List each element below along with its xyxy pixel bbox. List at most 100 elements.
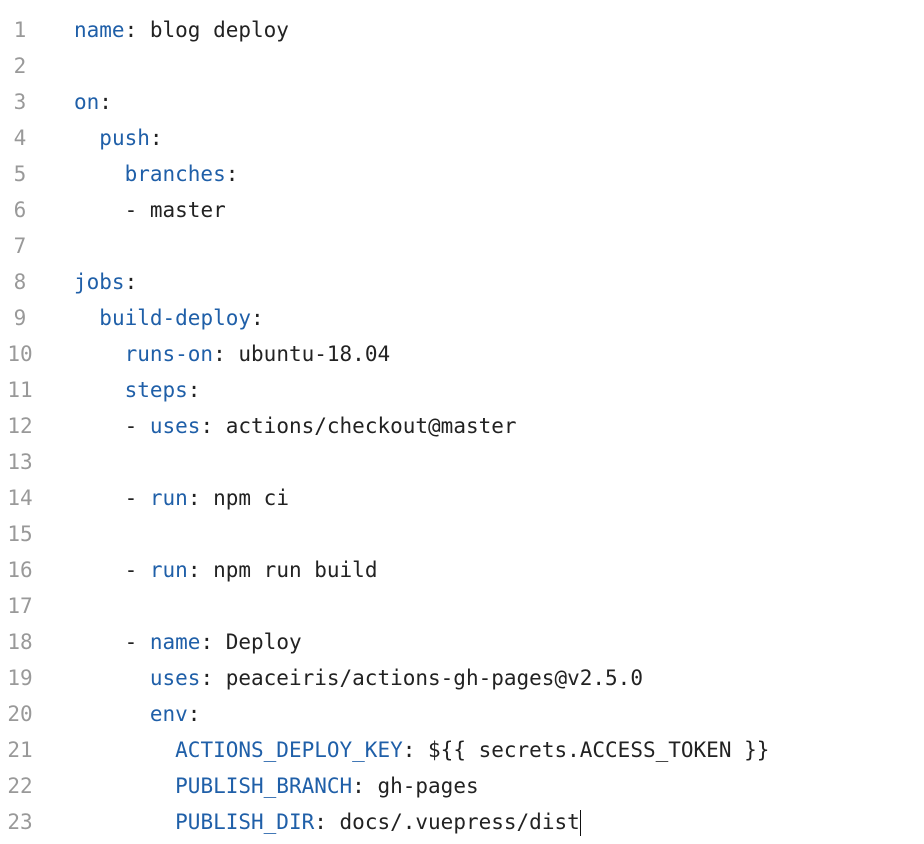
code-line[interactable]: 17	[0, 588, 924, 624]
key-separator: :	[187, 558, 214, 582]
code-text: PUBLISH_DIR: docs/.vuepress/dist	[74, 804, 582, 840]
yaml-key: jobs	[74, 270, 125, 294]
code-text: steps:	[74, 372, 201, 408]
line-number: 21	[7, 738, 33, 762]
line-number: 3	[13, 90, 27, 114]
code-line[interactable]: 10 runs-on: ubuntu-18.04	[0, 336, 924, 372]
line-number: 16	[7, 558, 33, 582]
list-dash: -	[124, 630, 150, 654]
yaml-value: gh-pages	[377, 774, 479, 798]
line-number: 8	[13, 270, 27, 294]
code-line[interactable]: 23 PUBLISH_DIR: docs/.vuepress/dist	[0, 804, 924, 840]
yaml-key: build-deploy	[99, 306, 252, 330]
yaml-value: peaceiris/actions-gh-pages@v2.5.0	[225, 666, 643, 690]
code-line[interactable]: 20 env:	[0, 696, 924, 732]
code-line[interactable]: 14 - run: npm ci	[0, 480, 924, 516]
code-line[interactable]: 8 jobs:	[0, 264, 924, 300]
yaml-key: uses	[149, 666, 201, 690]
line-number: 11	[7, 378, 33, 402]
code-line[interactable]: 19 uses: peaceiris/actions-gh-pages@v2.5…	[0, 660, 924, 696]
line-number: 19	[7, 666, 33, 690]
line-number: 2	[13, 54, 27, 78]
indent	[74, 486, 125, 510]
code-line[interactable]: 22 PUBLISH_BRANCH: gh-pages	[0, 768, 924, 804]
indent	[74, 342, 125, 366]
key-separator: :	[200, 666, 226, 690]
line-number: 10	[7, 342, 33, 366]
indent	[74, 774, 175, 798]
code-line[interactable]: 11 steps:	[0, 372, 924, 408]
key-separator: :	[187, 702, 201, 726]
key-separator: :	[200, 414, 226, 438]
key-separator: :	[200, 630, 226, 654]
text-cursor	[579, 810, 582, 836]
key-separator: :	[124, 18, 150, 42]
yaml-key: run	[149, 558, 188, 582]
yaml-key: env	[149, 702, 188, 726]
yaml-key: push	[99, 126, 150, 150]
key-separator: :	[402, 738, 429, 762]
code-text: branches:	[74, 156, 239, 192]
key-separator: :	[124, 270, 138, 294]
line-number: 4	[13, 126, 27, 150]
code-text: jobs:	[74, 264, 137, 300]
indent	[74, 198, 125, 222]
list-dash: -	[124, 558, 150, 582]
code-text: runs-on: ubuntu-18.04	[74, 336, 391, 372]
yaml-value: Deploy	[225, 630, 302, 654]
key-separator: :	[187, 486, 214, 510]
code-line[interactable]: 13	[0, 444, 924, 480]
code-text: ACTIONS_DEPLOY_KEY: ${{ secrets.ACCESS_T…	[74, 732, 769, 768]
code-text: push:	[74, 120, 162, 156]
key-separator: :	[213, 342, 239, 366]
code-line[interactable]: 4 push:	[0, 120, 924, 156]
code-text: PUBLISH_BRANCH: gh-pages	[74, 768, 479, 804]
code-text: - run: npm run build	[74, 552, 378, 588]
key-separator: :	[352, 774, 378, 798]
code-text: env:	[74, 696, 201, 732]
yaml-key: name	[74, 18, 125, 42]
code-line[interactable]: 21 ACTIONS_DEPLOY_KEY: ${{ secrets.ACCES…	[0, 732, 924, 768]
line-number: 20	[7, 702, 33, 726]
indent	[74, 414, 125, 438]
yaml-key: runs-on	[124, 342, 214, 366]
code-line[interactable]: 3 on:	[0, 84, 924, 120]
code-text: - name: Deploy	[74, 624, 302, 660]
list-dash: -	[124, 486, 150, 510]
indent	[74, 666, 150, 690]
code-line[interactable]: 12 - uses: actions/checkout@master	[0, 408, 924, 444]
code-line[interactable]: 9 build-deploy:	[0, 300, 924, 336]
line-number: 12	[7, 414, 33, 438]
yaml-value: npm run build	[213, 558, 378, 582]
line-number: 17	[7, 594, 33, 618]
yaml-value: master	[149, 198, 226, 222]
code-text: build-deploy:	[74, 300, 264, 336]
key-separator: :	[187, 378, 201, 402]
key-separator: :	[251, 306, 264, 330]
code-text: uses: peaceiris/actions-gh-pages@v2.5.0	[74, 660, 643, 696]
line-number: 9	[13, 306, 27, 330]
code-line[interactable]: 2	[0, 48, 924, 84]
code-line[interactable]: 16 - run: npm run build	[0, 552, 924, 588]
yaml-key: on	[74, 90, 100, 114]
indent	[74, 162, 125, 186]
line-number: 6	[13, 198, 27, 222]
yaml-value: docs/.vuepress/dist	[339, 810, 580, 834]
yaml-value: ubuntu-18.04	[238, 342, 391, 366]
line-number: 15	[7, 522, 33, 546]
code-text: - run: npm ci	[74, 480, 289, 516]
indent	[74, 702, 150, 726]
code-line[interactable]: 6 - master	[0, 192, 924, 228]
code-line[interactable]: 7	[0, 228, 924, 264]
yaml-value: actions/checkout@master	[225, 414, 517, 438]
line-number: 14	[7, 486, 33, 510]
code-line[interactable]: 15	[0, 516, 924, 552]
indent	[74, 378, 125, 402]
key-separator: :	[99, 90, 112, 114]
indent	[74, 630, 125, 654]
indent	[74, 306, 99, 330]
code-line[interactable]: 18 - name: Deploy	[0, 624, 924, 660]
code-line[interactable]: 5 branches:	[0, 156, 924, 192]
